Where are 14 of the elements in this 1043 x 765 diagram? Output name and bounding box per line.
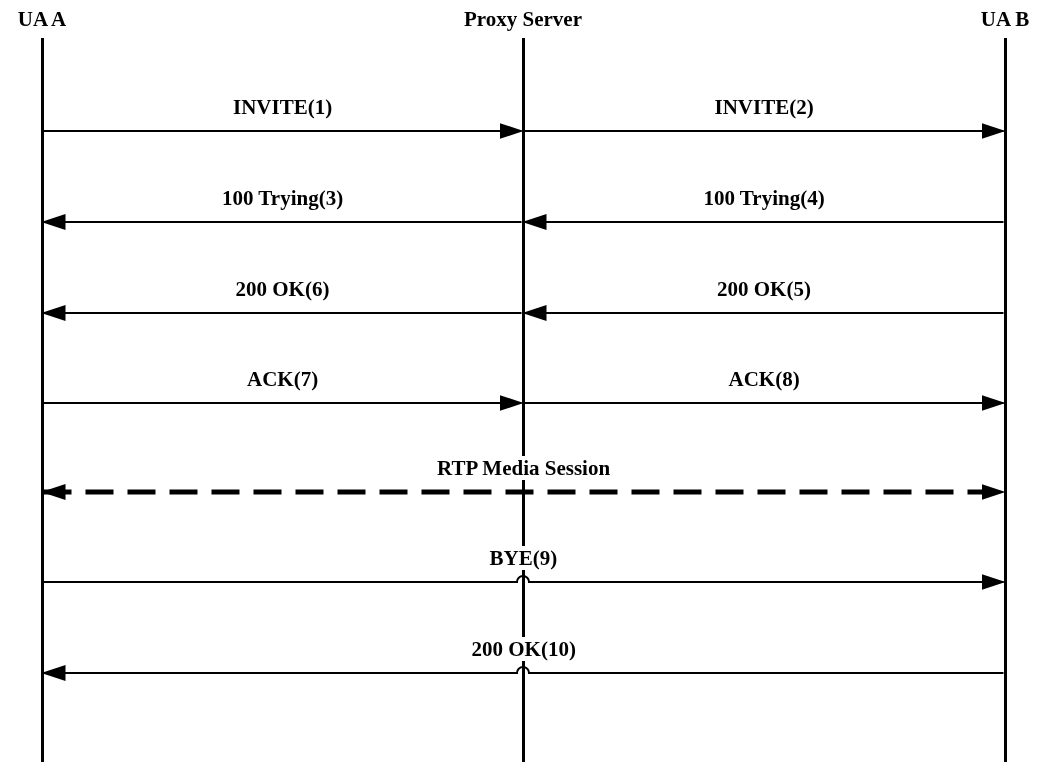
- arrow: [522, 305, 1005, 321]
- arrow: [41, 305, 523, 321]
- participant-label: UA B: [979, 6, 1031, 33]
- dashed-arrow: [41, 484, 1006, 500]
- arrow: [523, 395, 1006, 411]
- arrow: [42, 574, 1006, 590]
- arrow: [41, 214, 523, 230]
- arrow: [42, 395, 524, 411]
- participant-label: UA A: [16, 6, 68, 33]
- arrow: [522, 214, 1005, 230]
- arrow: [41, 665, 1005, 681]
- arrow: [523, 123, 1006, 139]
- participant-label: Proxy Server: [463, 6, 583, 33]
- arrow: [42, 123, 524, 139]
